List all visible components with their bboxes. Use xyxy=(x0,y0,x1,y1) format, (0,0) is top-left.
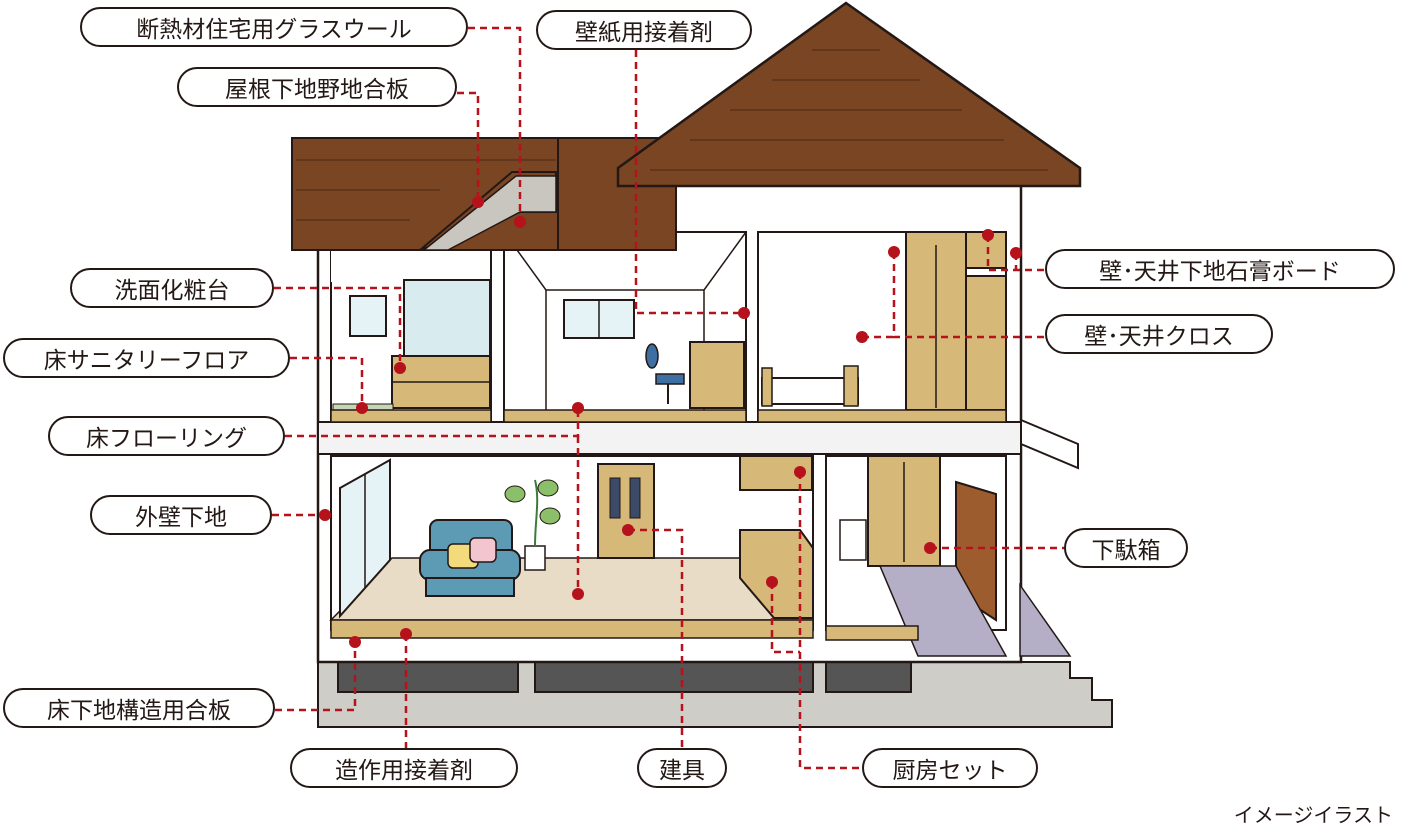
label-gypsum-board: 壁･天井下地石膏ボード xyxy=(1045,249,1395,289)
image-caption: イメージイラスト xyxy=(1233,803,1393,827)
roof xyxy=(291,1,1082,251)
foundation xyxy=(317,661,1113,728)
label-insulation: 断熱材住宅用グラスウール xyxy=(80,7,468,47)
label-flooring: 床フローリング xyxy=(48,416,285,456)
label-sanitary-floor: 床サニタリーフロア xyxy=(3,338,290,378)
label-roof-plywood: 屋根下地野地合板 xyxy=(177,67,457,107)
label-exterior-wall: 外壁下地 xyxy=(90,495,272,535)
label-fittings: 建具 xyxy=(637,748,727,788)
label-kitchen-set: 厨房セット xyxy=(862,748,1038,788)
leader-dots xyxy=(319,196,1022,648)
label-wallpaper-adhesive: 壁紙用接着剤 xyxy=(536,10,752,50)
label-subfloor-plywood: 床下地構造用合板 xyxy=(3,688,275,728)
label-wall-ceiling-cloth: 壁･天井クロス xyxy=(1045,314,1273,354)
downstairs-rooms xyxy=(329,418,1079,657)
label-carpentry-adhesive: 造作用接着剤 xyxy=(290,748,518,788)
upstairs-rooms xyxy=(330,231,1007,423)
label-washbasin: 洗面化粧台 xyxy=(70,268,274,308)
label-shoe-cabinet: 下駄箱 xyxy=(1064,528,1188,568)
